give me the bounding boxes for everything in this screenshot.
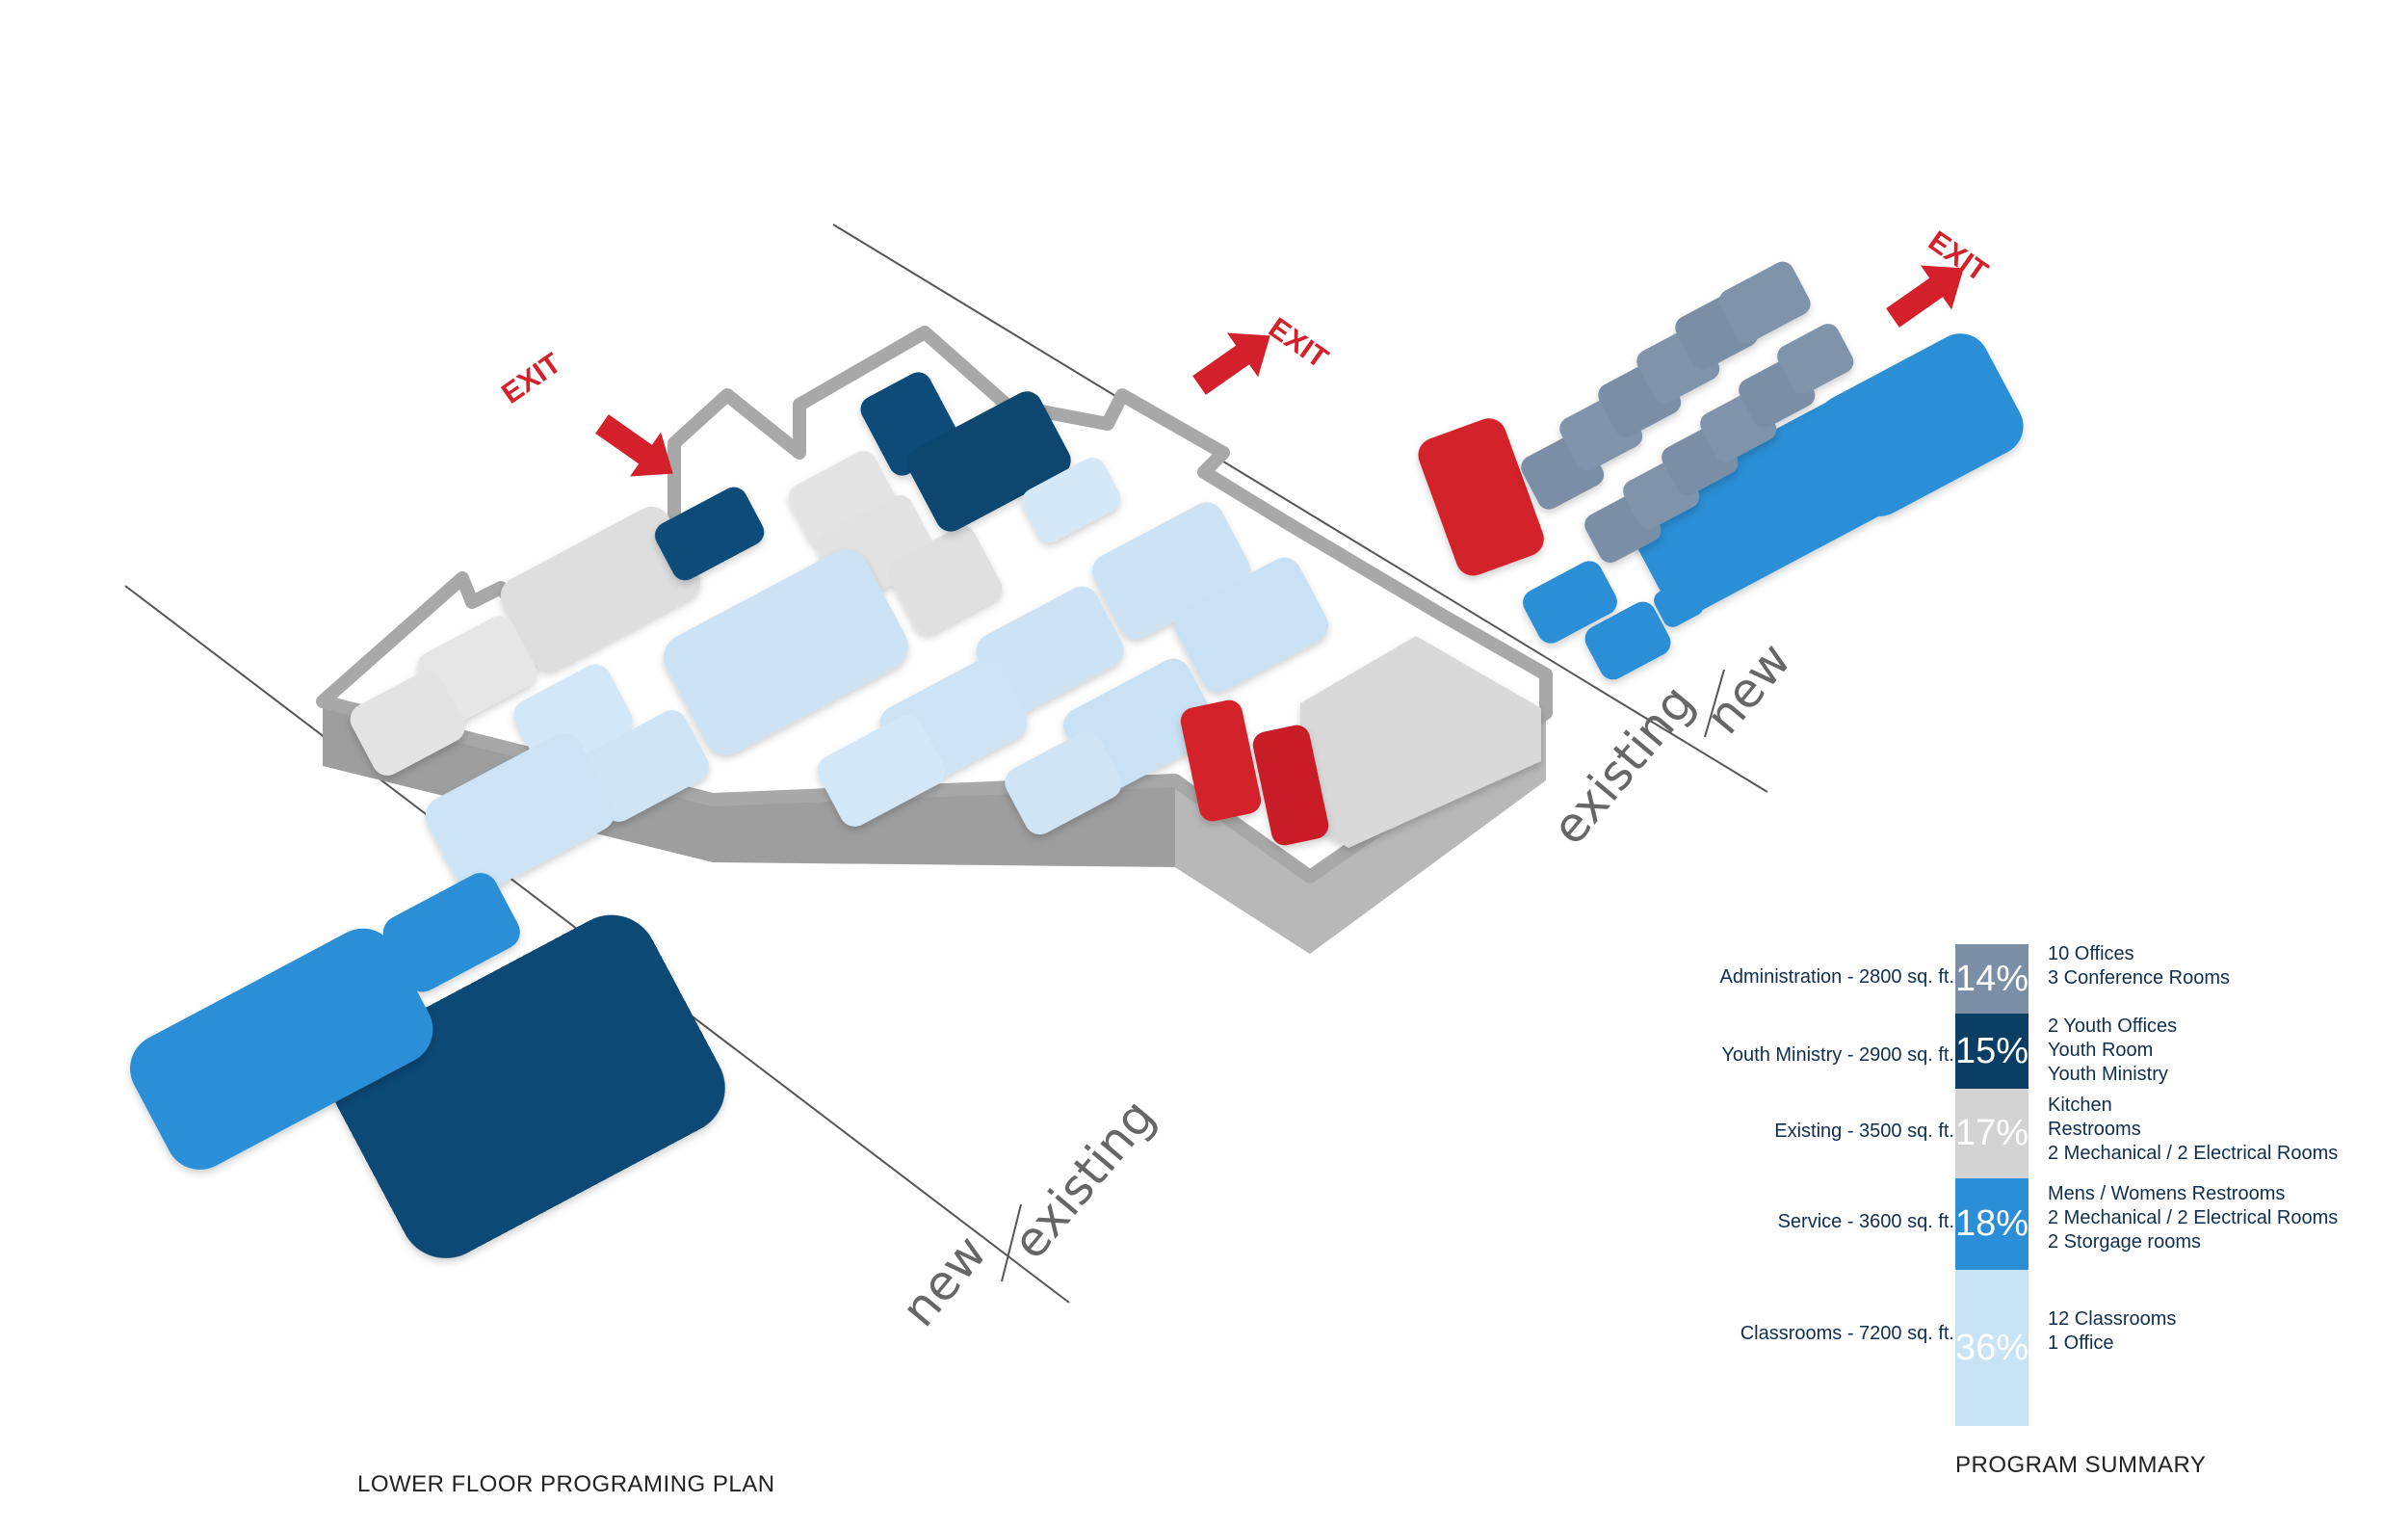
- summary-segment-classrooms: 36%: [1955, 1270, 2028, 1426]
- item-line: Youth Ministry: [2048, 1064, 2168, 1085]
- exit-arrow-2: [1192, 332, 1270, 395]
- exit-label-2: EXIT: [1263, 312, 1334, 375]
- category-existing: Existing - 3500 sq. ft.: [1774, 1121, 1954, 1142]
- item-line: 12 Classrooms: [2048, 1308, 2177, 1330]
- summary-segment-service: 18%: [1955, 1178, 2028, 1270]
- boundary-new-right: new: [1695, 632, 1802, 744]
- administration-rooms: [1521, 261, 1854, 564]
- boundary-tick-left: [1001, 1203, 1022, 1282]
- items-youth-ministry: 2 Youth Offices Youth Room Youth Ministr…: [2048, 1015, 2177, 1087]
- items-administration: 10 Offices 3 Conference Rooms: [2048, 942, 2230, 990]
- item-line: 2 Storgage rooms: [2048, 1231, 2201, 1253]
- youth-ministry-rooms: [331, 372, 1071, 1258]
- boundary-existing-right: existing: [1541, 674, 1706, 856]
- summary-segment-youth-ministry: 15%: [1955, 1014, 2028, 1089]
- exit-label-1: EXIT: [496, 347, 567, 409]
- item-line: Youth Room: [2048, 1040, 2154, 1061]
- category-classrooms: Classrooms - 7200 sq. ft.: [1740, 1323, 1954, 1344]
- item-line: 2 Mechanical / 2 Electrical Rooms: [2048, 1207, 2339, 1228]
- items-existing: Kitchen Restrooms 2 Mechanical / 2 Elect…: [2048, 1094, 2338, 1166]
- item-line: 3 Conference Rooms: [2048, 967, 2230, 989]
- existing-rooms: [350, 451, 1541, 848]
- summary-segment-administration: 14%: [1955, 944, 2028, 1014]
- boundary-line-right: [832, 224, 1768, 793]
- item-line: 10 Offices: [2048, 943, 2134, 964]
- item-line: 2 Youth Offices: [2048, 1016, 2178, 1037]
- item-line: 2 Mechanical / 2 Electrical Rooms: [2048, 1143, 2339, 1164]
- percent-youth-ministry: 15%: [1954, 1030, 2029, 1071]
- items-classrooms: 12 Classrooms 1 Office: [2048, 1307, 2176, 1356]
- summary-title: PROGRAM SUMMARY: [1955, 1452, 2207, 1478]
- category-service: Service - 3600 sq. ft.: [1777, 1211, 1954, 1232]
- service-rooms: [130, 333, 2024, 1170]
- category-youth-ministry: Youth Ministry - 2900 sq. ft.: [1721, 1044, 1954, 1066]
- items-service: Mens / Womens Restrooms 2 Mechanical / 2…: [2048, 1182, 2338, 1254]
- item-line: Kitchen: [2048, 1095, 2112, 1116]
- boundary-tick-right: [1704, 669, 1725, 738]
- percent-existing: 17%: [1954, 1113, 2029, 1153]
- item-line: 1 Office: [2048, 1332, 2114, 1354]
- percent-classrooms: 36%: [1954, 1327, 2029, 1368]
- exit-arrow-3: [1886, 265, 1964, 328]
- percent-service: 18%: [1954, 1203, 2029, 1244]
- percent-administration: 14%: [1954, 958, 2029, 999]
- exit-arrow-1: [595, 414, 673, 477]
- summary-segment-existing: 17%: [1955, 1089, 2028, 1178]
- item-line: Restrooms: [2048, 1119, 2141, 1140]
- boundary-new-left: new: [891, 1225, 998, 1336]
- stair-blocks: [1180, 418, 1544, 846]
- boundary-existing-left: existing: [1002, 1089, 1166, 1270]
- category-administration: Administration - 2800 sq. ft.: [1719, 966, 1954, 988]
- plan-caption: LOWER FLOOR PROGRAMING PLAN: [357, 1471, 775, 1497]
- item-line: Mens / Womens Restrooms: [2048, 1183, 2286, 1204]
- classroom-rooms: [425, 457, 1328, 895]
